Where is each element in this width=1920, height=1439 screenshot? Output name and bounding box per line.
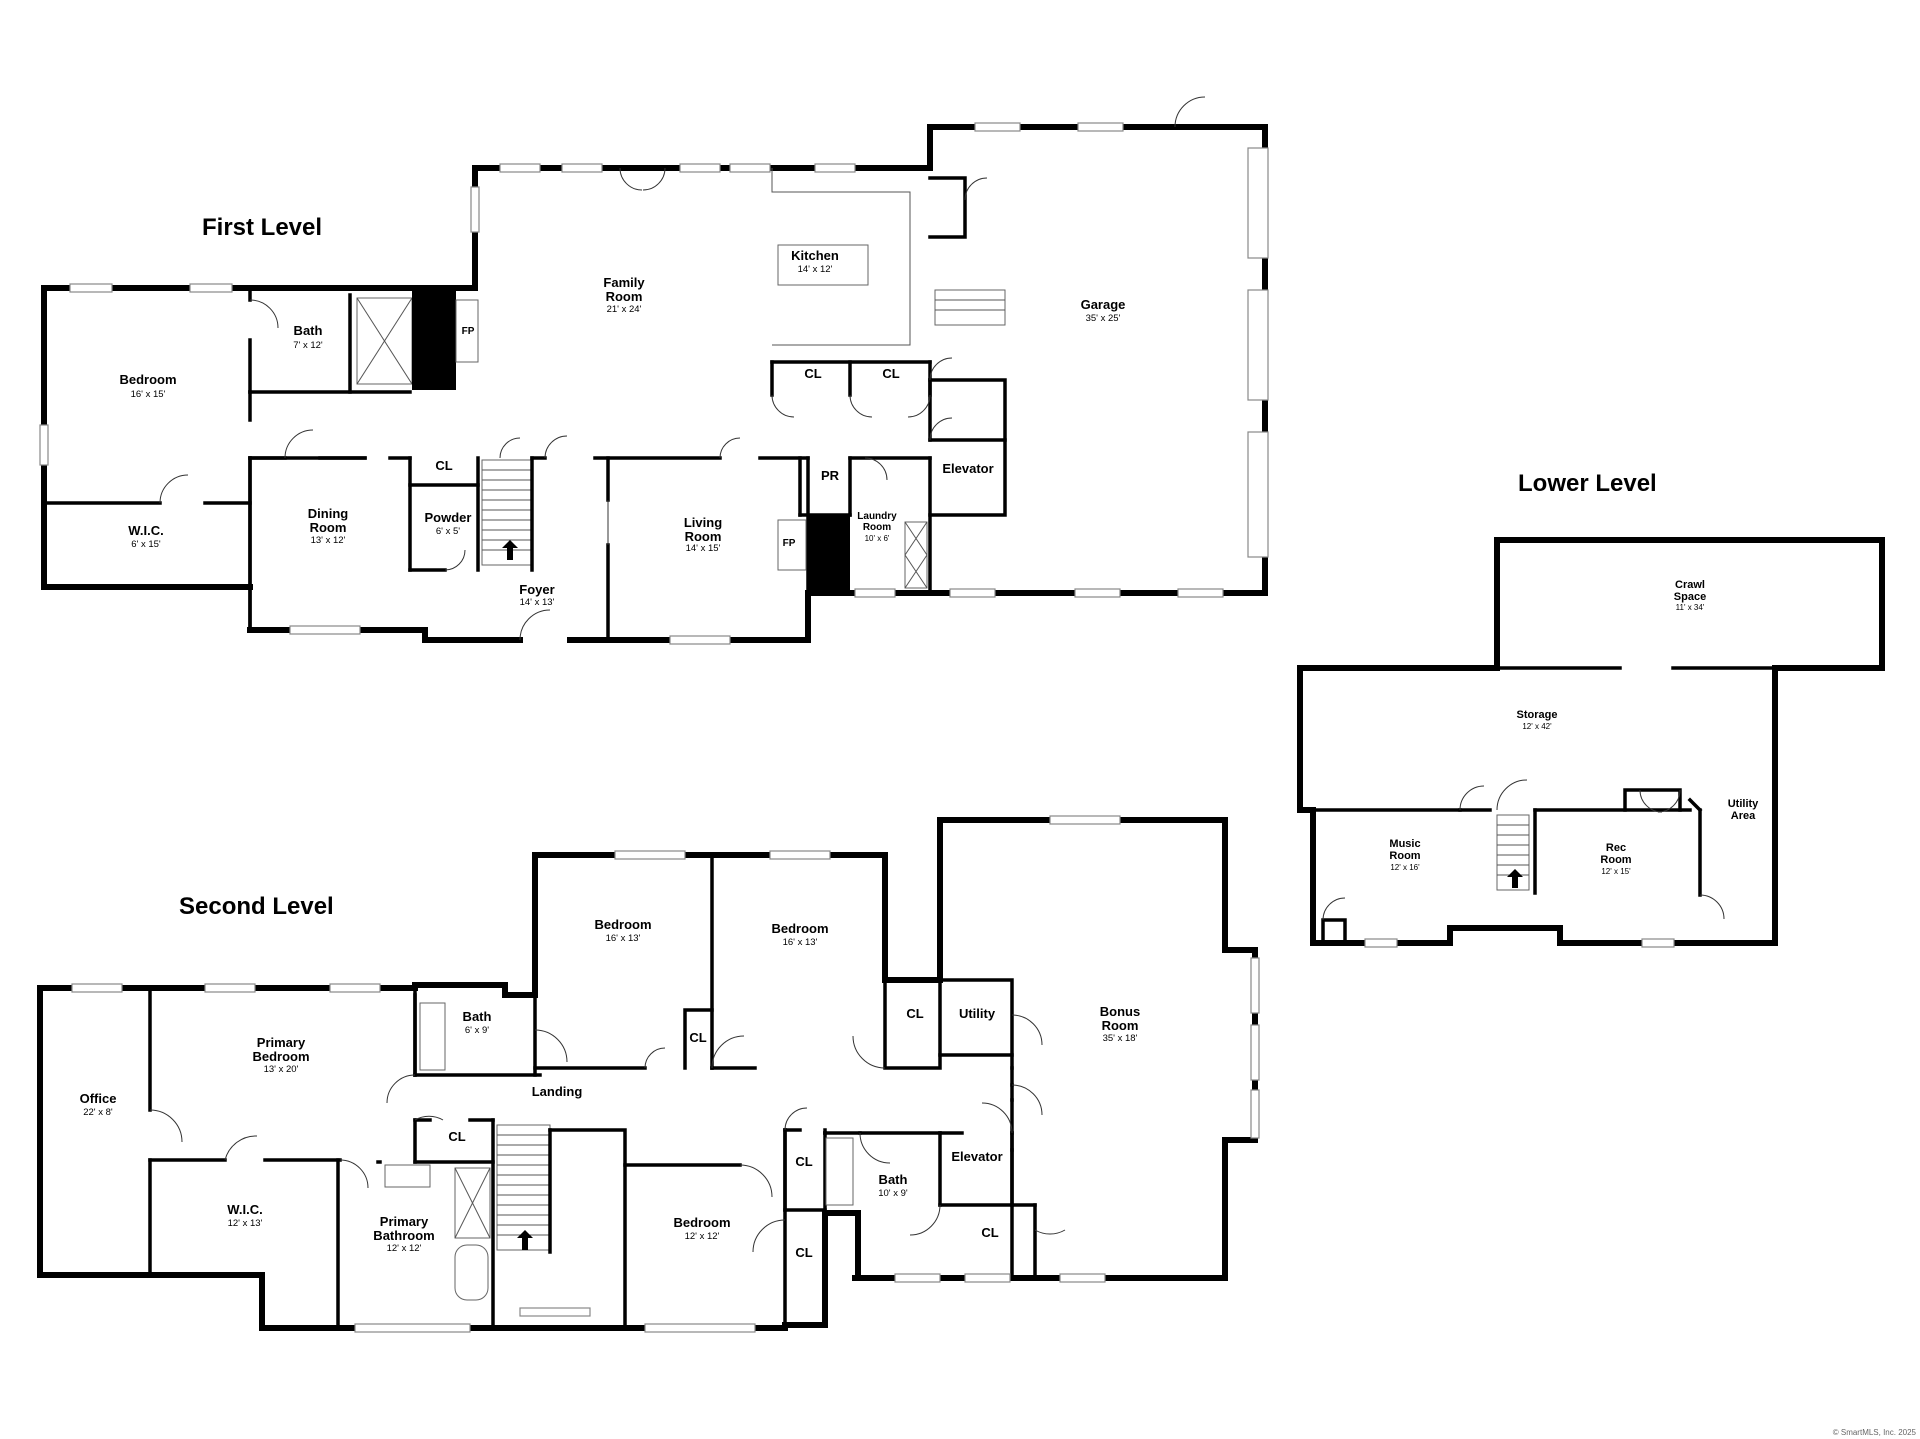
room-dim-rec-room: 12' x 15' xyxy=(1601,867,1631,876)
closet-label-kitchen-a: CL xyxy=(804,366,822,381)
room-label-bath-first: Bath xyxy=(293,323,323,338)
room-label-kitchen: Kitchen xyxy=(791,248,839,263)
room-label-powder: Powder xyxy=(424,510,472,525)
room-label-family-room: Family Room xyxy=(603,275,645,304)
room-label-garage: Garage xyxy=(1080,297,1126,312)
stair-arrows xyxy=(502,540,1523,1250)
room-dim-bedroom-2c: 12' x 12' xyxy=(684,1231,720,1242)
room-label-bedroom-first: Bedroom xyxy=(119,372,177,387)
room-dim-bedroom-2b: 16' x 13' xyxy=(782,937,818,948)
copyright-text: © SmartMLS, Inc. 2025 xyxy=(1832,1428,1916,1437)
room-dim-crawl-space: 11' x 34' xyxy=(1675,603,1705,612)
room-label-bedroom-2a: Bedroom xyxy=(594,917,652,932)
room-dim-music-room: 12' x 16' xyxy=(1390,863,1420,872)
room-label-rec-room: Rec Room xyxy=(1600,842,1632,866)
room-dim-primary-bathroom: 12' x 12' xyxy=(386,1243,422,1254)
lower-level-title: Lower Level xyxy=(1518,470,1657,497)
room-label-elevator-second: Elevator xyxy=(951,1149,1003,1164)
room-dim-primary-bedroom: 13' x 20' xyxy=(263,1064,299,1075)
room-label-office: Office xyxy=(79,1091,117,1106)
room-label-bedroom-2b: Bedroom xyxy=(771,921,829,936)
room-dim-family-room: 21' x 24' xyxy=(606,304,642,315)
room-label-wic-second: W.I.C. xyxy=(227,1202,263,1217)
first-level-doors xyxy=(159,96,1206,641)
room-dim-office: 22' x 8' xyxy=(83,1107,113,1118)
room-dim-kitchen: 14' x 12' xyxy=(797,264,833,275)
closet-label-2a: CL xyxy=(906,1006,924,1021)
room-label-pr: PR xyxy=(820,468,840,483)
room-dim-living-room: 14' x 15' xyxy=(685,543,721,554)
second-level-walls xyxy=(37,817,1258,1331)
room-label-utility-area: Utility Area xyxy=(1727,798,1759,822)
first-level-windows xyxy=(39,122,1224,645)
room-label-laundry: Laundry Room xyxy=(857,511,897,533)
room-dim-garage: 35' x 25' xyxy=(1085,313,1121,324)
closet-label-kitchen-b: CL xyxy=(882,366,900,381)
closet-label-dining: CL xyxy=(435,458,453,473)
second-level-windows xyxy=(71,815,1260,1333)
room-label-bath-2b: Bath xyxy=(878,1172,908,1187)
closet-label-2e: CL xyxy=(795,1245,813,1260)
room-dim-bedroom-2a: 16' x 13' xyxy=(605,933,641,944)
room-dim-dining-room: 13' x 12' xyxy=(310,535,346,546)
room-label-utility: Utility xyxy=(958,1006,996,1021)
fireplace-label-living: FP xyxy=(782,538,796,549)
room-dim-storage: 12' x 42' xyxy=(1522,722,1552,731)
room-label-crawl-space: Crawl Space xyxy=(1673,579,1707,603)
room-dim-powder: 6' x 5' xyxy=(435,526,461,537)
room-label-storage: Storage xyxy=(1516,709,1558,721)
room-label-foyer: Foyer xyxy=(519,582,555,597)
closet-label-2b: CL xyxy=(689,1030,707,1045)
room-label-landing: Landing xyxy=(531,1084,583,1099)
room-label-music-room: Music Room xyxy=(1389,838,1421,862)
lower-level-walls xyxy=(1297,537,1885,948)
second-level-title: Second Level xyxy=(179,893,334,920)
room-label-bedroom-2c: Bedroom xyxy=(673,1215,731,1230)
room-dim-laundry: 10' x 6' xyxy=(864,534,890,543)
room-dim-bath-2a: 6' x 9' xyxy=(464,1025,490,1036)
room-dim-wic-second: 12' x 13' xyxy=(227,1218,263,1229)
room-label-bath-2a: Bath xyxy=(462,1009,492,1024)
room-label-primary-bathroom: Primary Bathroom xyxy=(373,1214,435,1243)
closet-label-2c: CL xyxy=(448,1129,466,1144)
first-level-title: First Level xyxy=(202,214,323,241)
closet-label-2f: CL xyxy=(981,1225,999,1240)
first-level-walls xyxy=(41,124,1269,643)
room-label-primary-bedroom: Primary Bedroom xyxy=(252,1035,310,1064)
room-label-dining-room: Dining Room xyxy=(307,506,349,535)
room-dim-bonus-room: 35' x 18' xyxy=(1102,1033,1138,1044)
second-level-doors xyxy=(149,1014,1066,1253)
closet-label-2d: CL xyxy=(795,1154,813,1169)
room-dim-bedroom-first: 16' x 15' xyxy=(130,389,166,400)
fireplace-label-bedroom: FP xyxy=(461,326,475,337)
room-dim-bath-first: 7' x 12' xyxy=(293,340,323,351)
room-dim-foyer: 14' x 13' xyxy=(519,597,555,608)
room-label-wic-first: W.I.C. xyxy=(128,523,164,538)
room-dim-bath-2b: 10' x 9' xyxy=(878,1188,908,1199)
room-label-bonus-room: Bonus Room xyxy=(1099,1004,1141,1033)
lower-level-doors xyxy=(1322,779,1725,921)
room-label-elevator-first: Elevator xyxy=(942,461,994,476)
room-dim-wic-first: 6' x 15' xyxy=(131,539,161,550)
room-label-living-room: Living Room xyxy=(683,515,723,544)
